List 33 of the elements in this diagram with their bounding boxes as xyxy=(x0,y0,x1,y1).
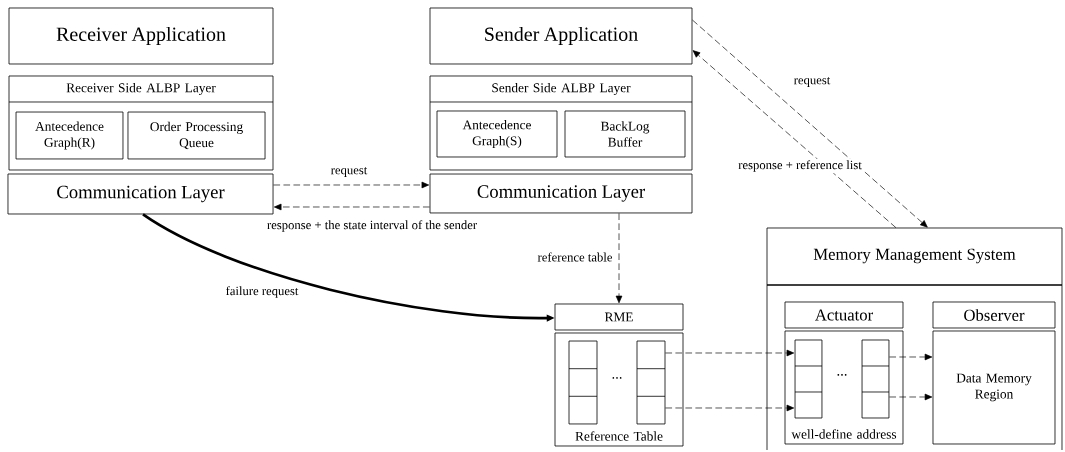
arrow xyxy=(889,393,933,401)
node-label: RME xyxy=(604,312,633,322)
layer-box: Communication Layer xyxy=(7,173,274,215)
table-column xyxy=(568,340,598,425)
arrow xyxy=(665,404,795,412)
edge-label: reference table xyxy=(536,251,614,263)
node-label: Actuator xyxy=(815,309,874,321)
arrow xyxy=(889,353,933,361)
edge-label: response + the state interval of the sender xyxy=(265,218,479,234)
edge-label: request xyxy=(329,165,369,179)
arrow xyxy=(615,213,623,304)
table-column xyxy=(861,339,890,419)
arrow xyxy=(692,50,897,229)
application-box: Sender Application xyxy=(429,7,693,65)
arrow xyxy=(665,349,795,357)
arrow xyxy=(692,19,928,228)
node-label: Observer xyxy=(964,309,1025,321)
module-box: Observer Data Memory Region xyxy=(932,301,1056,445)
component-box: Order Processing Queue xyxy=(127,111,266,160)
edge-label: response + reference list xyxy=(736,158,864,174)
arrow xyxy=(273,181,430,189)
application-box: Receiver Application xyxy=(8,7,274,65)
edge-label: failure request xyxy=(224,284,300,300)
component-box: Antecedence Graph(S) xyxy=(436,110,558,158)
layer-box: Communication Layer xyxy=(429,173,693,214)
arrow xyxy=(273,203,430,211)
edge-label: request xyxy=(792,75,832,89)
table-column xyxy=(636,340,666,425)
ellipsis: ... xyxy=(612,377,622,379)
component-box: BackLog Buffer xyxy=(564,110,686,158)
table-column xyxy=(794,339,823,419)
ellipsis: ... xyxy=(837,374,847,376)
component-box: Antecedence Graph(R) xyxy=(15,111,124,160)
